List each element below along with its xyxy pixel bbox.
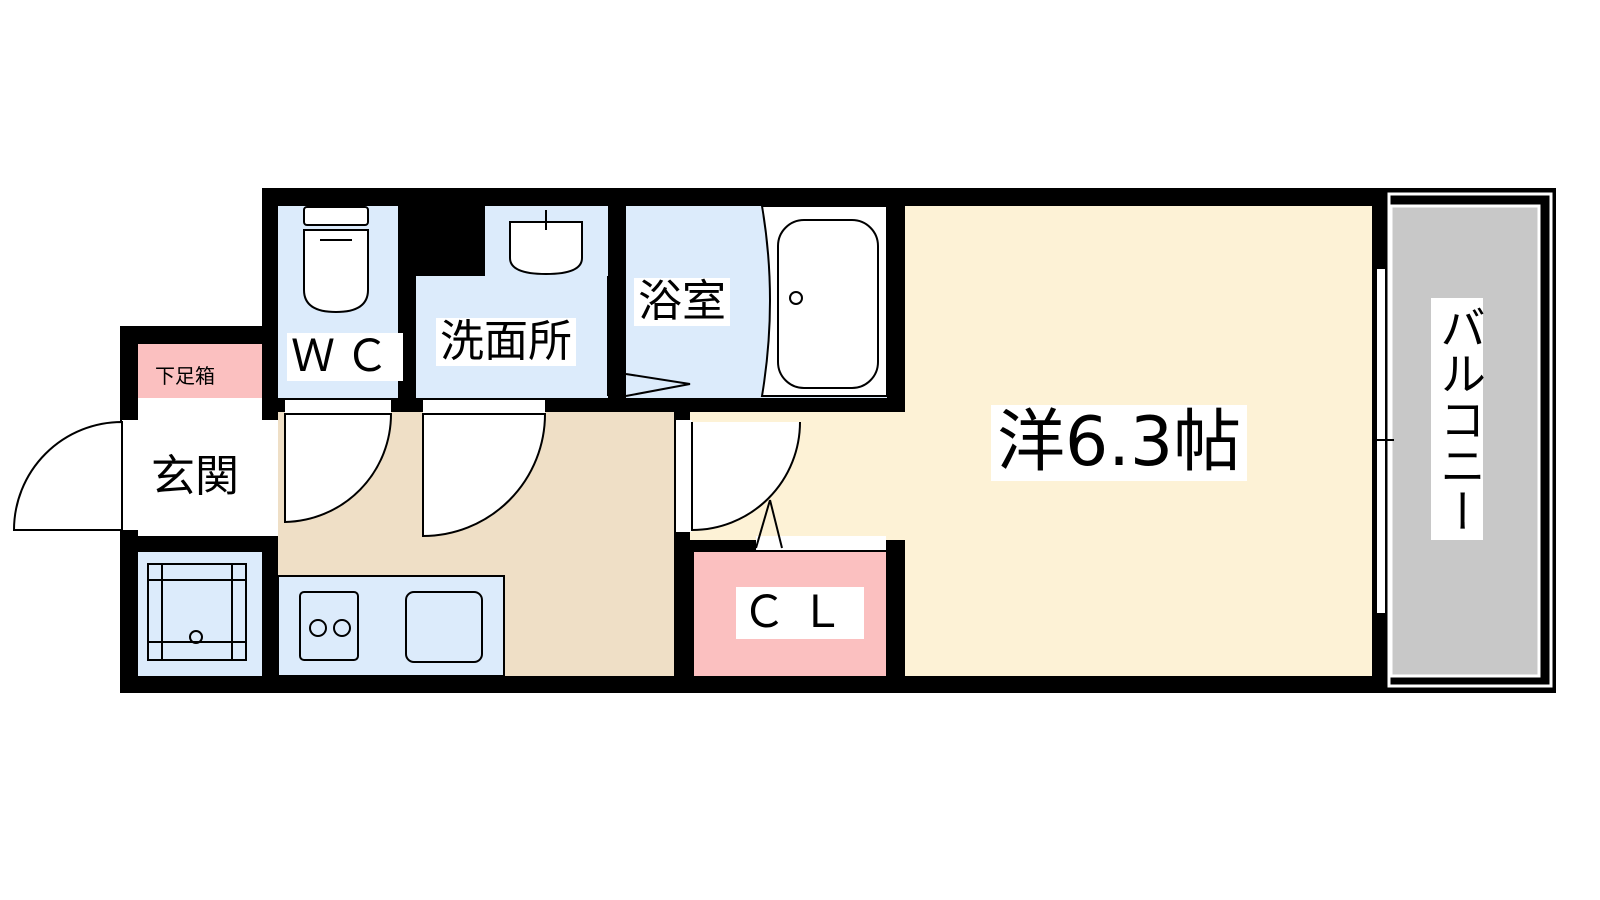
balcony-label: バルコニー — [1431, 298, 1487, 540]
wc-label: ＷＣ — [287, 333, 403, 381]
kitchen-fixtures-icon — [299, 591, 483, 663]
door-openings — [122, 400, 886, 550]
balcony-window — [1374, 267, 1394, 615]
bathtub-icon — [760, 205, 888, 397]
bathroom-label: 浴室 — [634, 278, 730, 326]
shoe-box-label: 下足箱 — [155, 364, 215, 388]
washing-machine-icon — [147, 563, 247, 661]
western-room-label: 洋6.3帖 — [991, 405, 1248, 481]
entrance-label: 玄関 — [149, 451, 241, 502]
washroom-label: 洗面所 — [436, 318, 576, 366]
door-swings — [12, 413, 801, 538]
washbasin-icon — [509, 210, 583, 276]
closet-door — [755, 499, 783, 549]
washer-space — [138, 552, 262, 676]
shoe-box — [138, 344, 262, 398]
bathroom-door — [607, 276, 691, 397]
closet-label: ＣＬ — [736, 587, 864, 639]
toilet-icon — [303, 206, 369, 314]
